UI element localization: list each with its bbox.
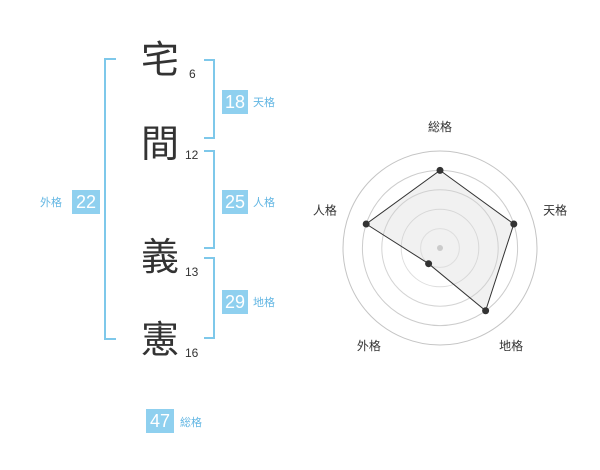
radar-ring [381,189,499,307]
radar-axis-label: 人格 [313,203,337,218]
stroke-count-3: 13 [185,265,199,279]
radar-axis-label: 天格 [543,203,567,218]
name-char-1: 宅 [141,38,180,82]
tenkaku-label: 天格 [253,96,275,109]
gaikaku-value-badge: 22 [72,190,100,214]
name-char-4: 憲 [141,318,180,362]
stroke-count-2: 12 [185,148,199,162]
radar-point-1 [436,166,444,174]
tenkaku-value-badge: 18 [222,90,248,114]
radar-point-4 [425,260,433,268]
radar-axis-label: 地格 [499,338,523,353]
radar-point-2 [510,220,518,228]
tenkaku-bracket [204,59,215,139]
radar-point-3 [482,307,490,315]
radar-center-dot [437,245,443,251]
gaikaku-bracket [104,58,116,340]
chikaku-label: 地格 [253,296,275,309]
name-char-3: 義 [141,235,180,279]
soukaku-value-badge: 47 [146,409,174,433]
jinkaku-value-badge: 25 [222,190,248,214]
stroke-count-1: 6 [189,67,196,81]
soukaku-label: 総格 [180,416,202,429]
radar-axis-label: 総格 [428,119,452,134]
gaikaku-label: 外格 [40,196,62,209]
radar-axis-label: 外格 [357,338,381,353]
jinkaku-label: 人格 [253,196,275,209]
radar-polygon [365,169,515,312]
radar-ring [342,150,538,346]
radar-ring [400,208,480,288]
stroke-count-4: 16 [185,346,199,360]
chikaku-bracket [204,257,215,339]
jinkaku-bracket [204,150,215,249]
radar-ring [420,228,460,268]
name-char-2: 間 [141,122,180,166]
chikaku-value-badge: 29 [222,290,248,314]
radar-point-5 [362,220,370,228]
